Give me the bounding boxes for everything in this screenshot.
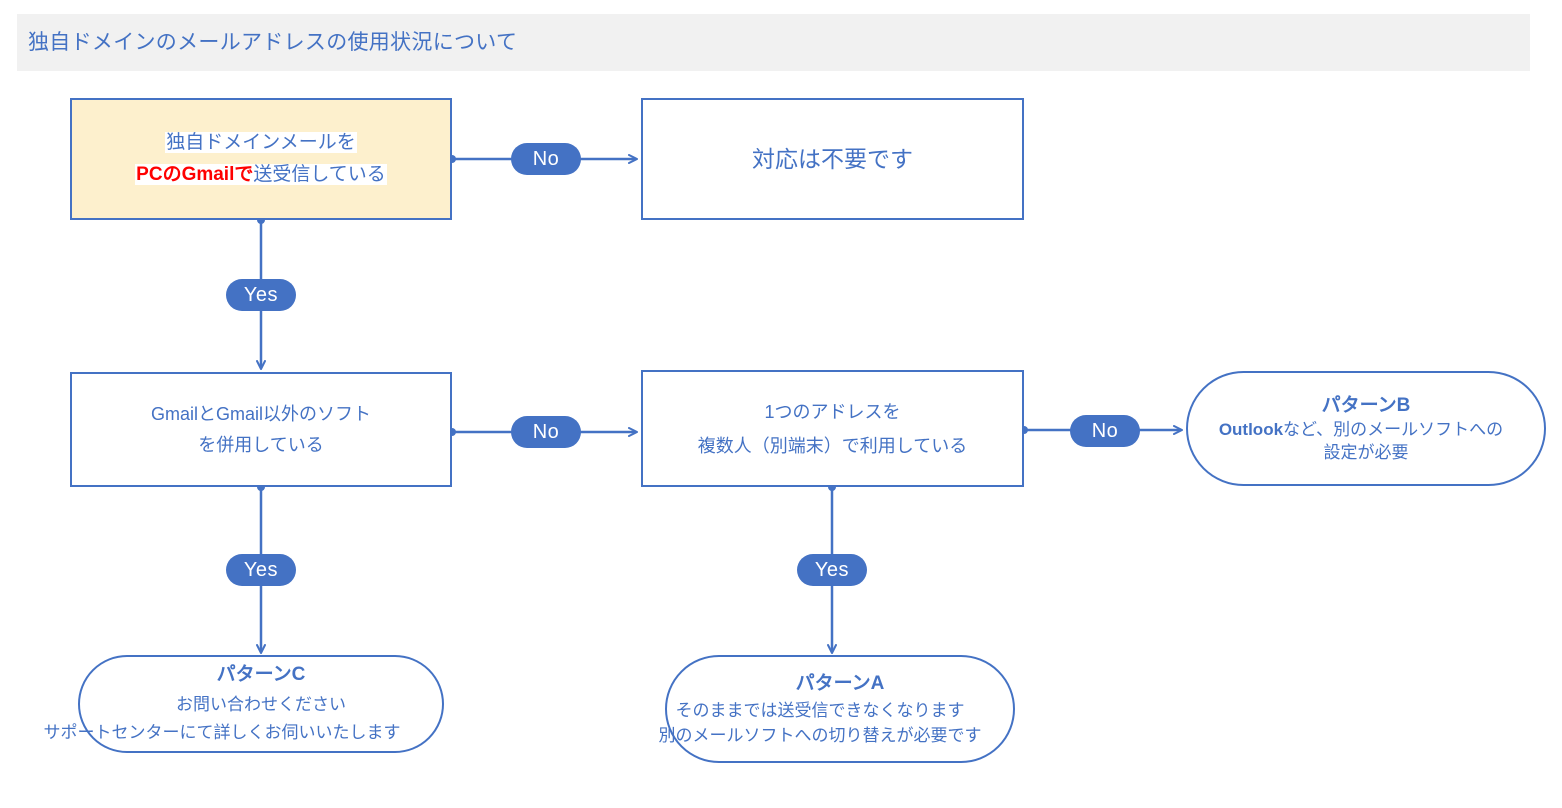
node-nothing-text: 対応は不要です [752, 146, 913, 172]
node-q2-line1: GmailとGmail以外のソフト [150, 403, 371, 424]
node-q3-line1: 1つのアドレスを [764, 401, 901, 422]
node-q1-line1: 独自ドメインメールを [165, 132, 357, 153]
edge-label-no-2: No [511, 416, 581, 448]
node-pattern-a[interactable]: パターンA そのままでは送受信できなくなります 別のメールソフトへの切り替えが必… [659, 655, 1015, 763]
node-pattern-c[interactable]: パターンC お問い合わせください サポートセンターにて詳しくお伺いいたします [44, 655, 444, 753]
edge-label-yes-2: Yes [226, 554, 296, 586]
pattern-a-title: パターンA [795, 672, 885, 694]
node-q3-line2: 複数人（別端末）で利用している [697, 435, 968, 456]
pattern-b-line2: 設定が必要 [1323, 442, 1409, 462]
pattern-c-line2: サポートセンターにて詳しくお伺いいたします [43, 723, 401, 742]
node-pattern-b[interactable]: パターンB Outlookなど、別のメールソフトへの 設定が必要 [1186, 371, 1546, 486]
pattern-b-line1: Outlookなど、別のメールソフトへの [1218, 419, 1504, 439]
pattern-c-title: パターンC [216, 664, 306, 685]
pattern-a-line1: そのままでは送受信できなくなります [675, 700, 965, 720]
node-question-shared-address[interactable]: 1つのアドレスを 複数人（別端末）で利用している [641, 370, 1024, 487]
edge-label-yes-1: Yes [226, 279, 296, 311]
edge-label-no-3: No [1070, 415, 1140, 447]
page-title: 独自ドメインのメールアドレスの使用状況について [28, 31, 518, 54]
node-no-action-needed[interactable]: 対応は不要です [641, 98, 1024, 220]
edge-label-yes-3: Yes [797, 554, 867, 586]
header-band [17, 14, 1530, 71]
pattern-a-line2: 別のメールソフトへの切り替えが必要です [658, 725, 982, 745]
node-q1-line2: PCのGmailで送受信している [135, 164, 387, 185]
node-q1-emphasis: PCのGmailで [136, 164, 254, 185]
pattern-c-line1: お問い合わせください [176, 695, 346, 714]
node-question-dual-software[interactable]: GmailとGmail以外のソフト を併用している [70, 372, 452, 487]
node-question-gmail-usage[interactable]: 独自ドメインメールを PCのGmailで送受信している [70, 98, 452, 220]
node-q2-line2: を併用している [198, 434, 324, 455]
pattern-b-title: パターンB [1321, 394, 1411, 416]
edge-label-no-1: No [511, 143, 581, 175]
